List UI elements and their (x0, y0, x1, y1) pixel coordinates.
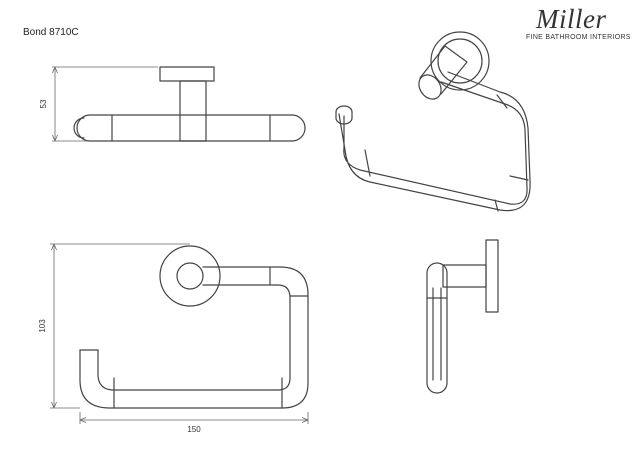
end-view-wall-plate (485, 239, 499, 313)
side-view-wall-plate (159, 66, 215, 82)
model-label: Bond 8710C (23, 27, 79, 38)
brand-tagline: FINE BATHROOM INTERIORS (526, 34, 631, 41)
dimension-front-width (79, 412, 309, 424)
dimension-front-width-label: 150 (187, 425, 201, 434)
side-view (73, 66, 306, 142)
end-view-post (442, 264, 487, 288)
side-view-end-cap (73, 117, 85, 139)
iso-bar (338, 71, 531, 212)
side-view-arm (76, 114, 306, 142)
dimension-side-height (52, 66, 158, 142)
dimension-front-height (50, 243, 190, 409)
front-view-rosette (159, 245, 221, 307)
iso-wall-rosette (430, 31, 490, 91)
dimension-side-height-label: 53 (39, 99, 48, 108)
iso-end-cap (335, 105, 353, 125)
front-view (79, 245, 309, 409)
side-view-post (179, 80, 207, 142)
dimension-front-height-label: 103 (38, 319, 47, 333)
brand-logo-script: Miller (536, 4, 607, 34)
end-view (426, 239, 499, 394)
front-view-frame (79, 266, 309, 409)
isometric-view (335, 31, 531, 212)
iso-post (419, 45, 468, 95)
end-view-bar (426, 262, 448, 394)
